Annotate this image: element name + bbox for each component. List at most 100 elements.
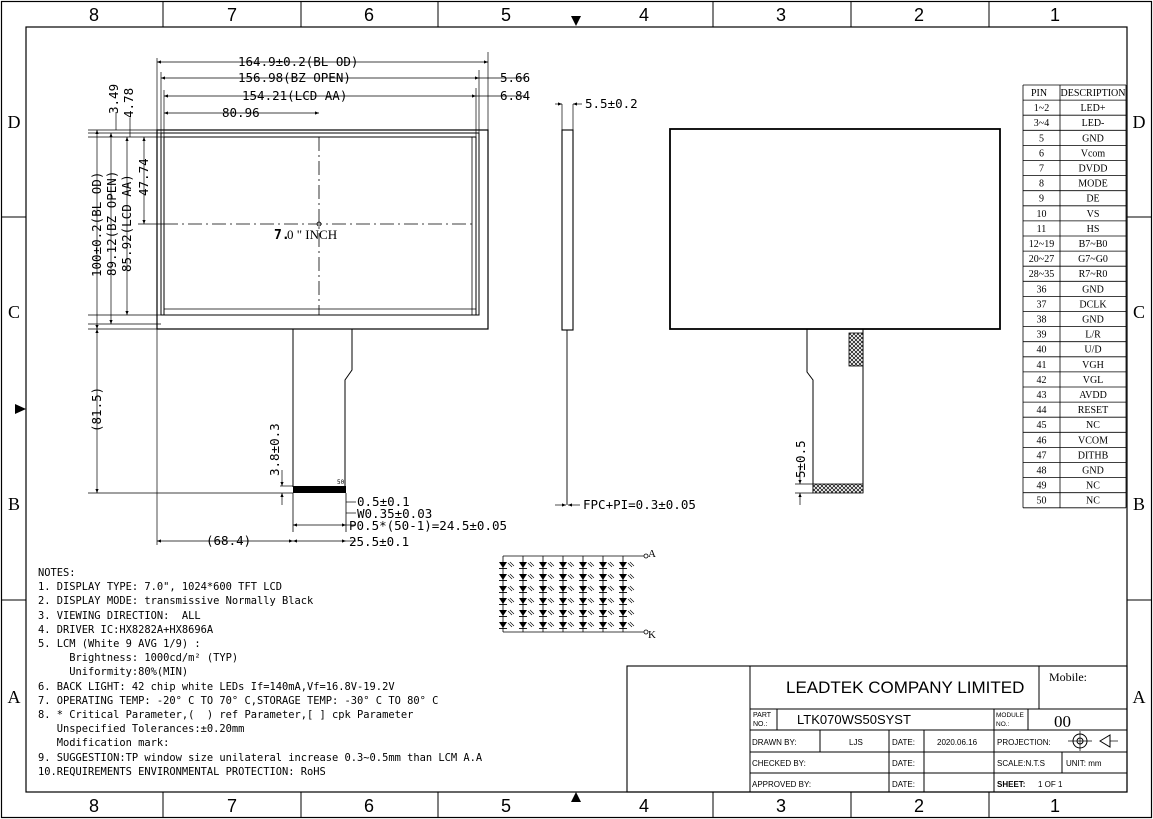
note-line: Unspecified Tolerances:±0.20mm: [38, 723, 245, 736]
dim-right-2: 6.84: [500, 88, 530, 103]
note-line: Brightness: 1000cd/m² (TYP): [38, 652, 239, 665]
led-emission-icon: [567, 598, 573, 604]
led-circuit-diagram: [499, 553, 649, 635]
pin-table-grid: [1022, 84, 1127, 509]
row-label: A: [8, 687, 21, 707]
anode-terminal: [643, 553, 649, 559]
col-label: 2: [914, 796, 924, 816]
pin-description: NC: [1086, 420, 1100, 431]
part-number: LTK070WS50SYST: [797, 712, 911, 727]
led-emission-icon: [569, 561, 575, 567]
cathode-terminal: [643, 629, 649, 635]
led-emission-icon: [529, 561, 535, 567]
side-view: [555, 102, 582, 507]
led-emission-icon: [549, 609, 555, 615]
pin-header: PIN: [1031, 88, 1047, 99]
led-diode-icon: [559, 574, 567, 580]
led-emission-icon: [567, 622, 573, 628]
dim-fpc-length: (81.5): [89, 387, 104, 432]
led-emission-icon: [567, 586, 573, 592]
note-line: 5. LCM (White 9 AVG 1/9) :: [38, 638, 201, 651]
pin-number: 5: [1039, 133, 1044, 144]
pin-description: NC: [1086, 496, 1100, 507]
row-label: C: [8, 302, 20, 322]
pin-description: B7~B0: [1079, 239, 1108, 250]
led-emission-icon: [529, 621, 535, 627]
note-line: 7. OPERATING TEMP: -20° C TO 70° C,STORA…: [38, 694, 439, 707]
led-emission-icon: [589, 561, 595, 567]
pin-description: DITHB: [1078, 450, 1109, 461]
led-diode-icon: [619, 598, 627, 604]
row-label: D: [8, 112, 21, 132]
col-label: 8: [89, 5, 99, 25]
led-diode-icon: [579, 622, 587, 628]
pin-number: 20~27: [1029, 254, 1054, 265]
led-diode-icon: [619, 622, 627, 628]
note-line: 10.REQUIREMENTS ENVIRONMENTAL PROTECTION…: [38, 765, 326, 778]
led-emission-icon: [549, 597, 555, 603]
led-diode-icon: [519, 574, 527, 580]
led-emission-icon: [587, 562, 593, 568]
part-no-label: NO.:: [753, 721, 767, 728]
row-label: D: [1133, 112, 1146, 132]
led-emission-icon: [509, 621, 515, 627]
led-diode-icon: [559, 586, 567, 592]
led-emission-icon: [607, 610, 613, 616]
front-view: [156, 129, 489, 532]
pin-number: 8: [1039, 179, 1044, 190]
led-diode-icon: [539, 574, 547, 580]
col-label: 6: [364, 5, 374, 25]
date-value: 2020.06.16: [937, 738, 978, 747]
led-diode-icon: [599, 622, 607, 628]
led-diode-icon: [559, 610, 567, 616]
led-diode-icon: [599, 610, 607, 616]
led-emission-icon: [609, 561, 615, 567]
led-emission-icon: [627, 598, 633, 604]
cathode-label: K: [648, 629, 656, 641]
col-label: 1: [1050, 796, 1060, 816]
led-diode-icon: [519, 586, 527, 592]
led-diode-icon: [579, 586, 587, 592]
back-view: [669, 128, 1001, 505]
pin-description: GND: [1082, 466, 1104, 477]
led-emission-icon: [569, 597, 575, 603]
led-diode-icon: [539, 610, 547, 616]
col-label: 7: [227, 5, 237, 25]
led-emission-icon: [587, 574, 593, 580]
pin-description: LED+: [1080, 103, 1105, 114]
center-markers: [15, 16, 581, 802]
notes-title: NOTES:: [38, 567, 76, 579]
led-diode-icon: [539, 562, 547, 568]
pin-number: 6: [1039, 148, 1044, 159]
dim-center-y: 47.74: [136, 158, 151, 196]
led-emission-icon: [527, 610, 533, 616]
col-label: 8: [89, 796, 99, 816]
dim-pin-2: W0.35±0.03: [357, 506, 432, 521]
led-emission-icon: [629, 585, 635, 591]
note-line: 3. VIEWING DIRECTION: ALL: [38, 609, 201, 622]
led-diode-icon: [499, 562, 507, 568]
led-diode-icon: [599, 574, 607, 580]
col-label: 1: [1050, 5, 1060, 25]
checked-by-label: CHECKED BY:: [752, 759, 806, 768]
dim-fpc-width: 25.5±0.1: [349, 534, 409, 549]
led-emission-icon: [527, 574, 533, 580]
side-view-labels: 5.5±0.2 FPC+PI=0.3±0.05: [583, 96, 696, 512]
pin-description: G7~G0: [1078, 254, 1108, 265]
size-number: 7.: [274, 228, 290, 243]
led-emission-icon: [629, 573, 635, 579]
dim-top-1: 3.49: [106, 84, 121, 114]
notes-block: NOTES: 1. DISPLAY TYPE: 7.0", 1024*600 T…: [38, 566, 598, 779]
led-emission-icon: [589, 597, 595, 603]
pin-description: VCOM: [1078, 435, 1108, 446]
projection-symbol-icon: [1068, 731, 1118, 751]
pin-number: 12~19: [1029, 239, 1054, 250]
row-label: B: [1133, 494, 1145, 514]
led-diode-icon: [539, 598, 547, 604]
dim-h-bz-open: 89.12(BZ OPEN): [104, 171, 119, 276]
led-emission-icon: [607, 574, 613, 580]
pin-description: DE: [1086, 194, 1099, 205]
led-diode-icon: [559, 562, 567, 568]
